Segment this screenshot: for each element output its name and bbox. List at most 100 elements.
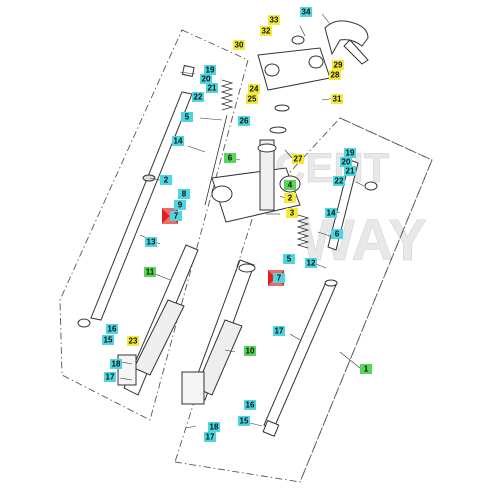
part-label-bg	[284, 193, 296, 203]
part-number: 7	[277, 274, 282, 283]
part-label-l29: 29	[332, 60, 344, 70]
part-number: 18	[210, 423, 219, 432]
part-label-l20b: 20	[340, 157, 352, 167]
part-label-l8: 8	[178, 189, 190, 199]
part-label-l6a: 6	[224, 153, 236, 163]
part-label-l14a: 14	[172, 136, 184, 146]
part-label-bg	[248, 84, 260, 94]
part-label-bg	[208, 422, 220, 432]
right-cap	[364, 181, 378, 191]
part-label-l4: 4	[284, 180, 296, 190]
center-fork-outline	[174, 117, 433, 483]
part-label-l19a: 19	[204, 65, 216, 75]
part-label-bg	[305, 258, 317, 268]
part-label-l17b: 17	[104, 372, 116, 382]
center-slider-foot	[181, 371, 205, 405]
part-label-l22a: 22	[192, 92, 204, 102]
part-number: 21	[208, 84, 217, 93]
part-label-l2b: 2	[284, 193, 296, 203]
part-number: 27	[294, 155, 303, 164]
part-number: 18	[112, 360, 121, 369]
part-number: 23	[129, 337, 138, 346]
part-label-bg	[331, 94, 343, 104]
part-label-bg	[106, 324, 118, 334]
stem-nut-top	[291, 35, 305, 45]
part-label-l5a: 5	[181, 112, 193, 122]
part-label-bg	[170, 211, 182, 221]
part-label-l33: 33	[268, 15, 280, 25]
part-label-l2a: 2	[160, 175, 172, 185]
part-number: 15	[104, 336, 113, 345]
part-label-bg	[344, 148, 356, 158]
part-number: 21	[346, 167, 355, 176]
handlebar-clamp-arm	[343, 39, 369, 65]
part-label-l20a: 20	[200, 74, 212, 84]
part-number: 2	[164, 176, 169, 185]
part-label-bg	[268, 15, 280, 25]
part-label-bg	[329, 70, 341, 80]
part-number: 10	[246, 347, 255, 356]
part-label-bg	[325, 208, 337, 218]
part-label-l32: 32	[260, 26, 272, 36]
part-label-bg	[104, 372, 116, 382]
part-label-l24: 24	[248, 84, 260, 94]
part-label-l14b: 14	[325, 208, 337, 218]
part-number: 22	[335, 177, 344, 186]
right-tube-top	[324, 279, 338, 287]
part-number: 16	[246, 401, 255, 410]
part-label-l31: 31	[331, 94, 343, 104]
part-number: 2	[288, 194, 293, 203]
right-fork-outline	[299, 117, 433, 483]
part-label-l16b: 16	[244, 400, 256, 410]
part-label-l13: 13	[145, 237, 157, 247]
part-number: 3	[290, 209, 295, 218]
part-label-bg	[181, 112, 193, 122]
part-label-bg	[127, 336, 139, 346]
part-label-bg	[246, 94, 258, 104]
part-number: 32	[262, 27, 271, 36]
part-label-bg	[238, 116, 250, 126]
left-tube-bottom	[77, 318, 91, 328]
part-label-bg	[206, 83, 218, 93]
part-label-bg	[333, 176, 345, 186]
part-label-l9: 9	[174, 200, 186, 210]
part-number: 12	[307, 259, 316, 268]
part-number: 13	[147, 238, 156, 247]
center-fork-assembly	[181, 259, 256, 405]
part-number: 30	[235, 41, 244, 50]
part-label-l30: 30	[233, 40, 245, 50]
part-number: 19	[206, 66, 215, 75]
part-label-l7b: 7	[273, 273, 285, 283]
part-label-l10: 10	[244, 346, 256, 356]
part-label-l11: 11	[144, 267, 156, 277]
part-label-l27: 27	[292, 154, 304, 164]
part-number: 29	[334, 61, 343, 70]
part-number: 14	[174, 137, 183, 146]
part-label-l23: 23	[127, 336, 139, 346]
part-label-l25: 25	[246, 94, 258, 104]
part-label-bg	[192, 92, 204, 102]
part-number: 7	[174, 212, 179, 221]
part-number: 17	[206, 433, 215, 442]
assembly-outlines	[59, 29, 433, 483]
upper-bracket-left-hole	[264, 63, 280, 77]
part-label-bg	[344, 166, 356, 176]
left-spring	[204, 79, 234, 206]
upper-bracket-right-hole	[308, 55, 324, 69]
part-label-bg	[145, 237, 157, 247]
part-number: 4	[288, 181, 293, 190]
part-label-bg	[144, 267, 156, 277]
part-number: 24	[250, 85, 259, 94]
right-spring-coil	[296, 214, 310, 249]
part-label-bg	[102, 335, 114, 345]
left-fork-cap	[181, 64, 195, 77]
part-number: 17	[106, 373, 115, 382]
part-number: 6	[335, 230, 340, 239]
part-number: 28	[331, 71, 340, 80]
part-label-bg	[292, 154, 304, 164]
part-number: 20	[202, 75, 211, 84]
part-label-l21a: 21	[206, 83, 218, 93]
left-slider-foot	[117, 354, 137, 386]
part-label-bg	[110, 359, 122, 369]
